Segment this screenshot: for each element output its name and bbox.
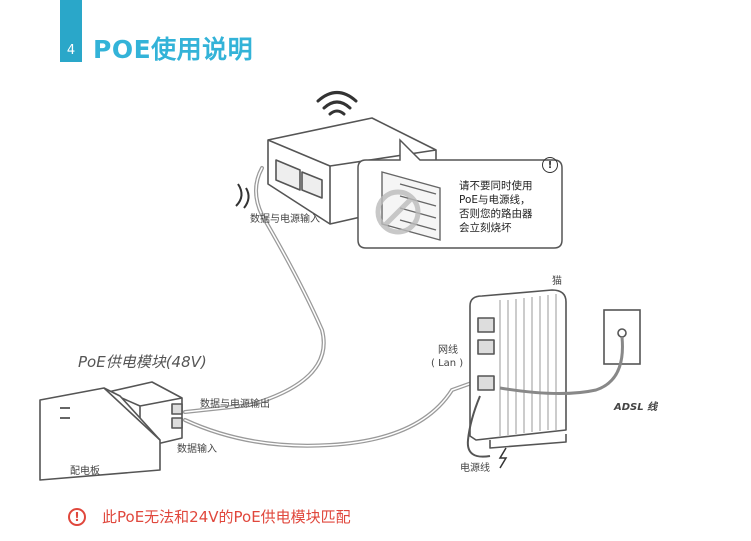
label-power-cable: 电源线 — [460, 463, 490, 474]
label-power-strip: 配电板 — [70, 466, 100, 477]
warning-line-3: 否则您的路由器 — [459, 208, 533, 220]
router-cable-end — [235, 183, 250, 209]
warning-icon: ! — [68, 507, 86, 526]
power-strip — [39, 387, 161, 481]
modem-power-cable — [466, 395, 491, 458]
label-adsl-line: ADSL 线 — [614, 402, 658, 413]
label-lan: ( Lan ) — [431, 358, 464, 369]
wifi-icon — [316, 91, 358, 116]
router-port-detail — [381, 171, 441, 241]
poe-module-title: PoE供电模块(48V) — [78, 353, 207, 371]
label-poe-output: 数据与电源输出 — [200, 399, 270, 410]
footer-warning-text: 此PoE无法和24V的PoE供电模块匹配 — [102, 508, 351, 526]
modem-device — [469, 289, 567, 449]
alert-icon: ! — [542, 157, 558, 173]
page-title: POE使用说明 — [93, 35, 254, 64]
label-router-input: 数据与电源输入 — [250, 214, 320, 225]
label-data-input: 数据输入 — [177, 444, 217, 455]
label-network-cable: 网线 — [438, 345, 458, 356]
section-number: 4 — [60, 0, 82, 62]
modem-power-cable-lightning — [498, 447, 508, 469]
adsl-cable — [499, 336, 624, 396]
warning-line-4: 会立刻烧坏 — [459, 222, 512, 234]
warning-line-2: PoE与电源线， — [459, 194, 531, 206]
label-modem: 猫 — [552, 276, 562, 287]
no-sign-icon — [375, 189, 421, 235]
warning-line-1: 请不要同时使用 — [459, 180, 533, 192]
footer-warning: ! 此PoE无法和24V的PoE供电模块匹配 — [68, 506, 351, 527]
warning-bubble-text: 请不要同时使用 PoE与电源线， 否则您的路由器 会立刻烧坏 — [459, 179, 533, 235]
